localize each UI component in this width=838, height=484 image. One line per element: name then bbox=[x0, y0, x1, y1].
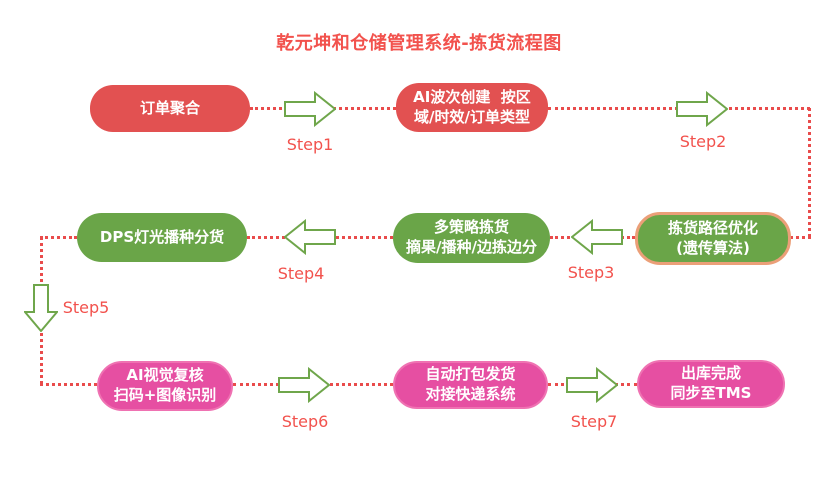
node-picking-route-optimization-line2: (遗传算法) bbox=[676, 238, 750, 257]
step2-label: Step2 bbox=[679, 132, 727, 151]
node-dps-light-sorting: DPS灯光播种分货 bbox=[77, 213, 247, 262]
node-outbound-complete: 出库完成 同步至TMS bbox=[637, 360, 785, 408]
step5-arrow-icon bbox=[24, 284, 58, 332]
page-title: 乾元坤和仓储管理系统-拣货流程图 bbox=[276, 33, 562, 54]
step5-label: Step5 bbox=[62, 298, 110, 317]
node-ai-vision-check-line2: 扫码+图像识别 bbox=[113, 386, 217, 404]
connector-dps-to-left-corner bbox=[40, 236, 77, 239]
node-auto-pack-ship-line2: 对接快递系统 bbox=[425, 385, 516, 403]
step7-label: Step7 bbox=[570, 412, 618, 431]
connector-right-vertical bbox=[808, 108, 811, 237]
node-outbound-complete-line2: 同步至TMS bbox=[670, 384, 752, 402]
node-ai-wave-creation-line2: 域/时效/订单类型 bbox=[414, 107, 530, 126]
step1-arrow-icon bbox=[284, 91, 336, 127]
step1-label: Step1 bbox=[286, 135, 334, 154]
node-outbound-complete-line1: 出库完成 bbox=[680, 364, 741, 383]
node-picking-route-optimization: 拣货路径优化 (遗传算法) bbox=[635, 212, 791, 265]
connector-corner-to-vision bbox=[40, 383, 97, 386]
step2-arrow-icon bbox=[676, 91, 728, 127]
step3-arrow-icon bbox=[571, 219, 623, 255]
node-ai-wave-creation-line1: AI波次创建 按区 bbox=[413, 87, 531, 106]
node-multi-strategy-picking-line1: 多策略拣货 bbox=[433, 218, 509, 237]
node-ai-vision-check: AI视觉复核 扫码+图像识别 bbox=[97, 361, 233, 411]
node-order-aggregation: 订单聚合 bbox=[90, 85, 250, 132]
step3-label: Step3 bbox=[567, 263, 615, 282]
node-multi-strategy-picking: 多策略拣货 摘果/播种/边拣边分 bbox=[393, 213, 550, 263]
node-ai-wave-creation: AI波次创建 按区 域/时效/订单类型 bbox=[396, 83, 548, 132]
node-auto-pack-ship-line1: 自动打包发货 bbox=[425, 365, 516, 384]
node-dps-light-sorting-label: DPS灯光播种分货 bbox=[99, 227, 225, 246]
node-ai-vision-check-line1: AI视觉复核 bbox=[126, 366, 204, 385]
step6-arrow-icon bbox=[278, 367, 330, 403]
node-multi-strategy-picking-line2: 摘果/播种/边拣边分 bbox=[406, 238, 537, 256]
step7-arrow-icon bbox=[566, 367, 618, 403]
connector-corner-to-route bbox=[790, 236, 811, 239]
step4-arrow-icon bbox=[284, 219, 336, 255]
step4-label: Step4 bbox=[277, 264, 325, 283]
step6-label: Step6 bbox=[281, 412, 329, 431]
node-order-aggregation-label: 订单聚合 bbox=[139, 98, 200, 117]
node-picking-route-optimization-line1: 拣货路径优化 bbox=[667, 218, 758, 237]
node-auto-pack-ship: 自动打包发货 对接快递系统 bbox=[393, 361, 548, 409]
